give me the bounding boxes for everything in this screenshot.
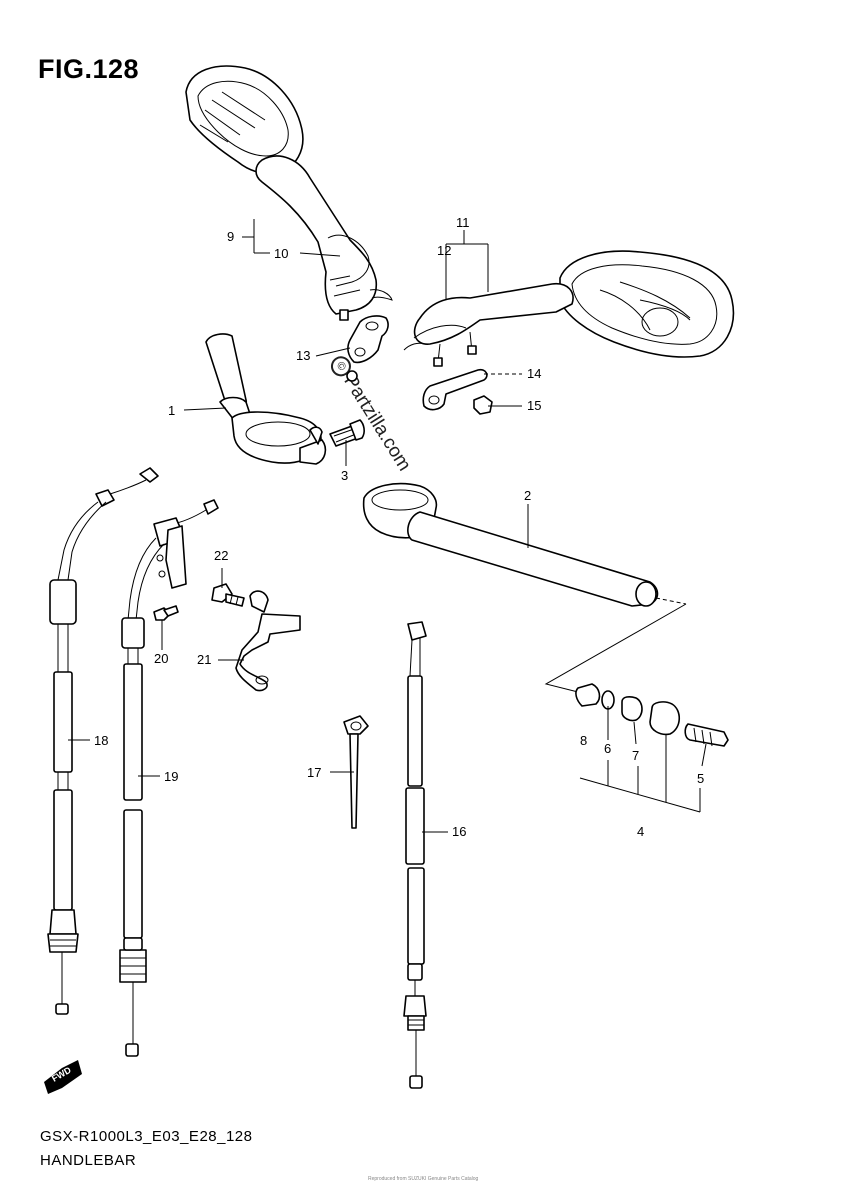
forward-direction-badge: FWD [44, 1060, 82, 1094]
callout-12: 12 [437, 243, 451, 258]
clutch-cable-16 [403, 621, 427, 1089]
callout-1: 1 [168, 403, 175, 418]
callout-9: 9 [227, 229, 234, 244]
callout-16: 16 [452, 824, 466, 839]
model-code: GSX-R1000L3_E03_E28_128 [40, 1128, 253, 1145]
section-name: HANDLEBAR [40, 1152, 137, 1169]
mirror-bracket-13 [346, 315, 389, 382]
callout-8: 8 [580, 733, 587, 748]
bolt-22 [211, 583, 245, 607]
footer-note: Reproduced from SUZUKI Genuine Parts Cat… [368, 1176, 479, 1182]
callout-3: 3 [341, 468, 348, 483]
leader-lines [68, 219, 707, 833]
throttle-cable-18 [47, 467, 159, 1015]
bar-end-nut-8 [575, 683, 601, 707]
callout-15: 15 [527, 398, 541, 413]
weight-balancer [649, 701, 681, 736]
handlebar-right-2 [362, 482, 687, 607]
handlebar-left-1 [205, 333, 327, 465]
bolt-3 [329, 419, 365, 447]
nut-15 [473, 395, 493, 415]
bar-end-guide-line [544, 603, 687, 693]
callout-11: 11 [456, 215, 470, 230]
mirror-bracket-14 [422, 368, 488, 411]
callout-22: 22 [214, 548, 228, 563]
callout-2: 2 [524, 488, 531, 503]
callout-6: 6 [604, 741, 611, 756]
screw-5 [684, 723, 729, 747]
cable-holder-21 [235, 590, 301, 692]
callout-7: 7 [632, 748, 639, 763]
callout-10: 10 [274, 246, 288, 261]
throttle-cable-19 [119, 499, 219, 1057]
callout-4: 4 [637, 824, 644, 839]
callout-14: 14 [527, 366, 541, 381]
clamp-17 [343, 715, 369, 829]
callout-19: 19 [164, 769, 178, 784]
callout-5: 5 [697, 771, 704, 786]
screw-20 [153, 605, 179, 621]
right-mirror [403, 250, 735, 367]
callout-labels: 1 2 3 4 5 6 7 8 9 10 11 12 13 14 15 16 1… [94, 215, 704, 839]
left-mirror [185, 65, 393, 321]
callout-13: 13 [296, 348, 310, 363]
bar-end-weight-group [575, 683, 729, 747]
spacer-7 [621, 696, 643, 722]
callout-21: 21 [197, 652, 211, 667]
callout-17: 17 [307, 765, 321, 780]
callout-20: 20 [154, 651, 168, 666]
callout-18: 18 [94, 733, 108, 748]
figure-title: FIG.128 [38, 54, 140, 84]
